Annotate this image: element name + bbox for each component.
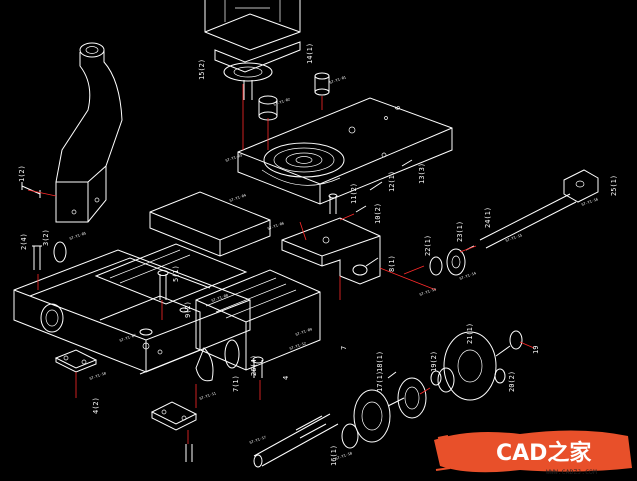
label-9-2: 9(2) [184, 301, 192, 318]
label-5-1: 5(1) [172, 265, 180, 282]
part-code: ST-Y1-16 [581, 197, 599, 207]
label-13-3: 13(3) [418, 163, 426, 184]
part-code: ST-Y1-17 [249, 435, 267, 445]
label-8-1: 8(1) [388, 255, 396, 272]
part-code: ST-Y1-04 [229, 193, 247, 203]
part-code: ST-Y1-10 [89, 371, 107, 381]
part-code: ST-Y1-13 [419, 287, 437, 297]
label-19-2: 19(2) [430, 351, 438, 372]
part-code: ST-Y1-09 [295, 327, 313, 337]
part-code-tags: ST-Y1-01 ST-Y1-02 ST-Y1-03 ST-Y1-04 ST-Y… [69, 75, 599, 461]
part-code: ST-Y1-11 [199, 391, 217, 401]
label-14-1: 14(1) [306, 43, 314, 64]
label-4: 4 [282, 376, 290, 380]
part-code: ST-Y1-18 [335, 451, 353, 461]
part-code: ST-Y1-07 [119, 333, 137, 343]
label-2-4: 2(4) [20, 233, 28, 250]
label-19: 19 [532, 346, 540, 354]
label-18-1: 18(1) [376, 351, 384, 372]
part-code: ST-Y1-02 [273, 97, 291, 107]
part-code: ST-Y1-03 [225, 153, 243, 163]
part-code: ST-Y1-12 [289, 341, 307, 351]
base-block-part [13, 191, 321, 375]
label-26-4: 26(4) [250, 355, 258, 376]
label-16-1: 16(1) [330, 445, 338, 466]
label-6: 6 [394, 106, 402, 110]
part-code: ST-Y1-01 [329, 75, 347, 85]
watermark-brush-stroke [434, 430, 632, 473]
top-column-part [204, 0, 301, 82]
slide-table-part [237, 97, 453, 205]
label-25-1: 25(1) [610, 175, 618, 196]
label-17-1: 17(1) [376, 371, 384, 392]
watermark-title: CAD之家 [496, 440, 592, 466]
label-20-2: 20(2) [508, 371, 516, 392]
part-code: ST-Y1-15 [505, 233, 523, 243]
part-code: ST-Y1-08 [211, 293, 229, 303]
part-code: ST-Y1-06 [267, 221, 285, 231]
label-7: 7 [340, 346, 348, 350]
label-21-1: 21(1) [466, 323, 474, 344]
label-12-1: 12(1) [388, 171, 396, 192]
watermark-logo: CAD之家 WWW.CADZJ.COM [434, 430, 632, 476]
label-15-2: 15(2) [198, 59, 206, 80]
label-10-2: 10(2) [374, 203, 382, 224]
label-3-2: 3(2) [42, 229, 50, 246]
label-1-2: 1(2) [18, 165, 26, 182]
leader-lines [27, 84, 535, 444]
part-labels: 15(2) 14(1) 6 1(2) 2(4) 3(2) 11(2) 12(1)… [18, 43, 618, 466]
part-code: ST-Y1-14 [459, 271, 477, 281]
label-24-1: 24(1) [484, 207, 492, 228]
label-11-2: 11(2) [350, 183, 358, 204]
label-23-1: 23(1) [456, 221, 464, 242]
clamp-block-part [281, 217, 381, 285]
label-4-2: 4(2) [92, 397, 100, 414]
part-code: ST-Y1-05 [69, 231, 87, 241]
label-7-1: 7(1) [232, 375, 240, 392]
small-parts [21, 72, 599, 468]
gooseneck-arm-part [55, 42, 123, 223]
label-22-1: 22(1) [424, 235, 432, 256]
watermark-url: WWW.CADZJ.COM [546, 468, 597, 476]
